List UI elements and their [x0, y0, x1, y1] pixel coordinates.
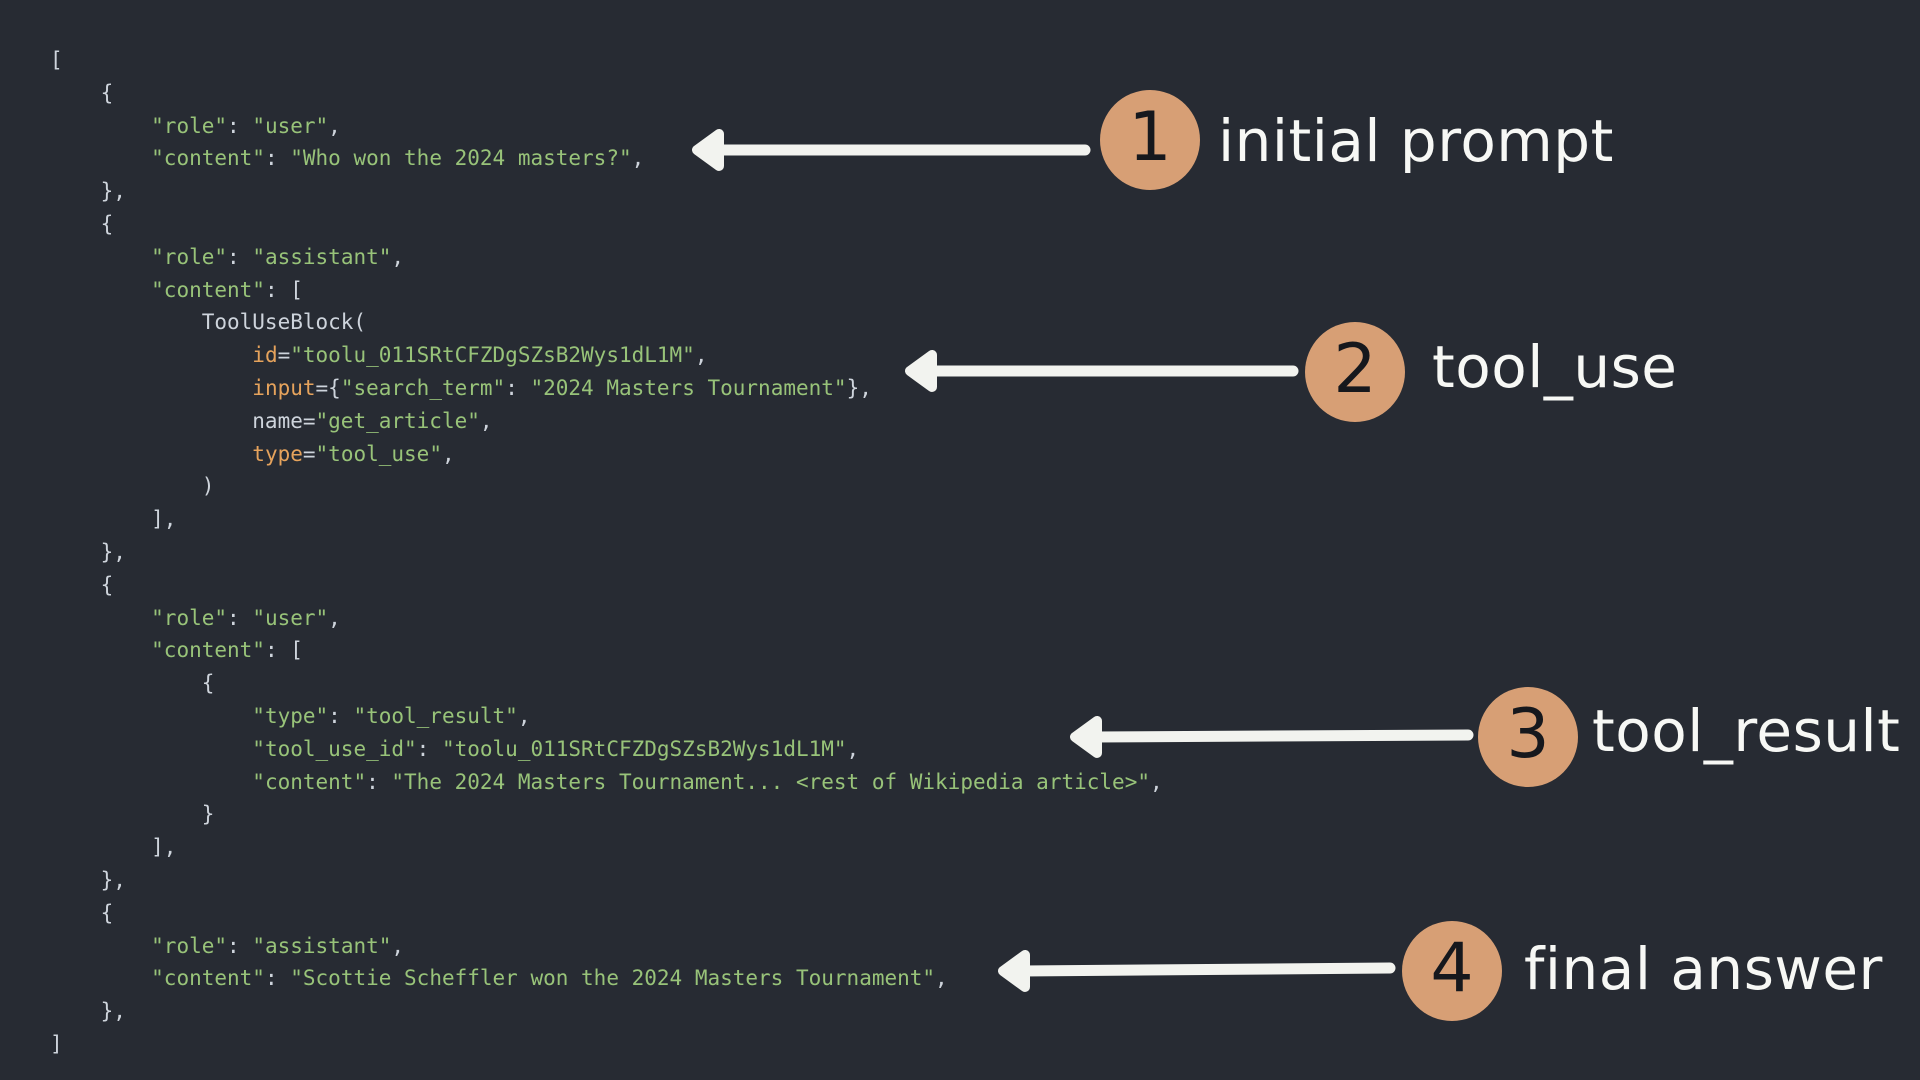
code-line: {	[50, 80, 114, 105]
code-line: "type": "tool_result",	[252, 703, 531, 728]
code-line: }	[50, 802, 215, 827]
code-line: "role": "assistant",	[151, 244, 405, 269]
annotation-3-badge: 3	[1478, 687, 1578, 787]
code-line: "content": "Who won the 2024 masters?",	[151, 146, 645, 171]
code-line: "content": "Scottie Scheffler won the 20…	[151, 966, 948, 991]
code-line: "content": [	[151, 277, 303, 302]
annotation-4-number: 4	[1430, 929, 1474, 1008]
code-line: ]	[50, 1031, 63, 1056]
code-line: "role": "user",	[151, 113, 341, 138]
code-line: ],	[50, 507, 177, 532]
code-line: "content": [	[151, 638, 303, 663]
code-line: },	[50, 999, 126, 1024]
code-line: {	[50, 211, 114, 236]
code-line: ],	[50, 835, 177, 860]
code-line: "tool_use_id": "toolu_011SRtCFZDgSZsB2Wy…	[252, 736, 860, 761]
code-line: )	[50, 474, 215, 499]
annotation-1-number: 1	[1128, 98, 1172, 177]
annotation-1-badge: 1	[1100, 90, 1200, 190]
code-line: [	[50, 48, 63, 72]
annotation-4-label: final answer	[1524, 935, 1883, 1003]
code-line: {	[50, 572, 114, 597]
code-line: "content": "The 2024 Masters Tournament.…	[252, 769, 1163, 794]
code-line: input={"search_term": "2024 Masters Tour…	[252, 375, 872, 400]
code-line: },	[50, 539, 126, 564]
code-line: },	[50, 867, 126, 892]
annotation-1-label: initial prompt	[1218, 107, 1614, 175]
annotation-3-number: 3	[1506, 695, 1550, 774]
annotation-2-label: tool_use	[1432, 333, 1678, 401]
code-block: [ { "role": "user", "content": "Who won …	[50, 44, 1163, 1061]
code-line: name="get_article",	[50, 408, 493, 433]
code-line: ToolUseBlock(	[50, 310, 367, 335]
annotation-3-label: tool_result	[1592, 697, 1901, 765]
code-line: "role": "user",	[151, 605, 341, 630]
code-line: type="tool_use",	[252, 441, 455, 466]
code-line: id="toolu_011SRtCFZDgSZsB2Wys1dL1M",	[252, 343, 708, 368]
code-line: },	[50, 179, 126, 204]
code-line: "role": "assistant",	[151, 933, 405, 958]
code-line: {	[50, 900, 114, 925]
annotation-2-number: 2	[1333, 330, 1377, 409]
code-line: {	[50, 671, 215, 696]
annotation-4-badge: 4	[1402, 921, 1502, 1021]
annotation-2-badge: 2	[1305, 322, 1405, 422]
